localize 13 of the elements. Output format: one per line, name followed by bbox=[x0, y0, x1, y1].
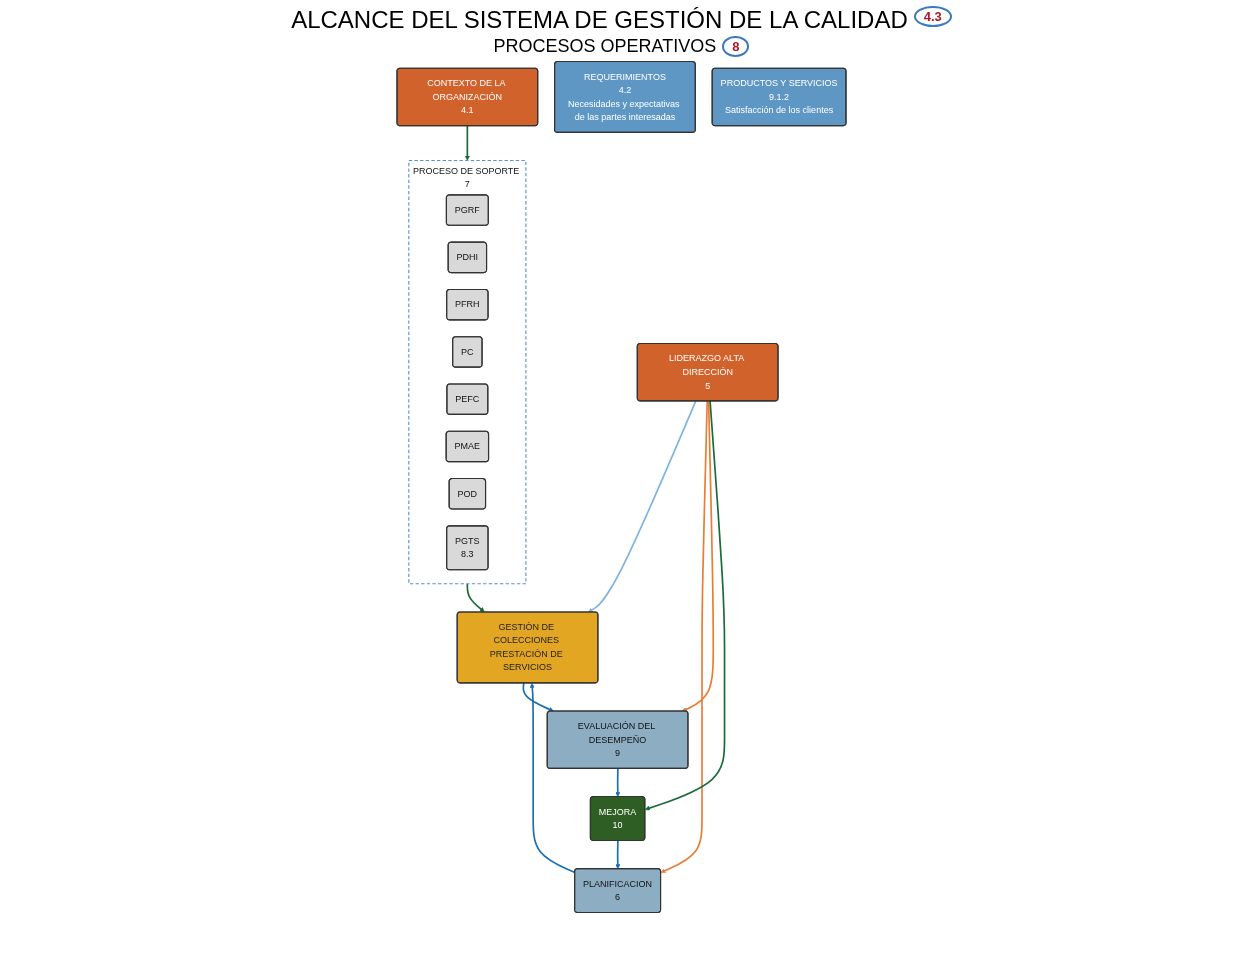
arrow bbox=[615, 767, 621, 798]
section-number: 4.3 bbox=[913, 6, 952, 27]
arrow bbox=[588, 400, 697, 613]
arrow bbox=[615, 839, 621, 870]
arrow bbox=[464, 124, 470, 161]
diagram-title: ALCANCE DEL SISTEMA DE GESTIÓN DE LA CALIDAD bbox=[291, 6, 908, 34]
section-heading: PROCESOS OPERATIVOS bbox=[493, 36, 717, 56]
section-number: 8 bbox=[722, 36, 750, 57]
arrow bbox=[681, 400, 715, 712]
arrow bbox=[660, 400, 709, 873]
arrow bbox=[644, 400, 726, 811]
arrow bbox=[466, 582, 485, 613]
arrow bbox=[522, 682, 554, 712]
